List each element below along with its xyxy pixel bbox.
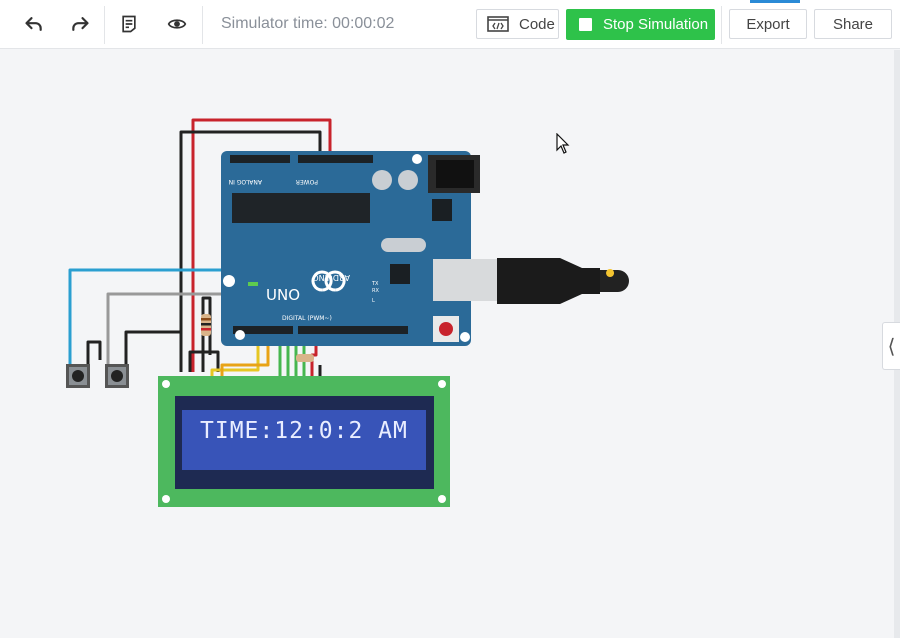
code-icon: [487, 16, 509, 32]
toolbar: Simulator time: 00:00:02 Code Stop Simul…: [0, 0, 900, 49]
undo-icon[interactable]: [18, 9, 50, 39]
notes-icon[interactable]: [113, 9, 145, 39]
chevron-left-icon: ⟨: [887, 335, 896, 358]
stop-simulation-label: Stop Simulation: [603, 16, 709, 33]
share-button[interactable]: Share: [814, 9, 892, 39]
stop-icon: [579, 18, 592, 31]
active-indicator: [750, 0, 800, 3]
code-button-label: Code: [519, 15, 555, 33]
export-label: Export: [746, 15, 790, 33]
simulator-time: Simulator time: 00:00:02: [221, 15, 395, 32]
redo-icon[interactable]: [64, 9, 96, 39]
code-button[interactable]: Code: [476, 9, 559, 39]
circuit-canvas[interactable]: [0, 50, 894, 638]
mouse-cursor-icon: [556, 133, 570, 154]
stop-simulation-button[interactable]: Stop Simulation: [566, 9, 715, 40]
export-button[interactable]: Export: [729, 9, 807, 39]
eye-icon[interactable]: [161, 9, 193, 39]
share-label: Share: [832, 15, 874, 33]
expand-panel-button[interactable]: ⟨: [882, 322, 900, 370]
